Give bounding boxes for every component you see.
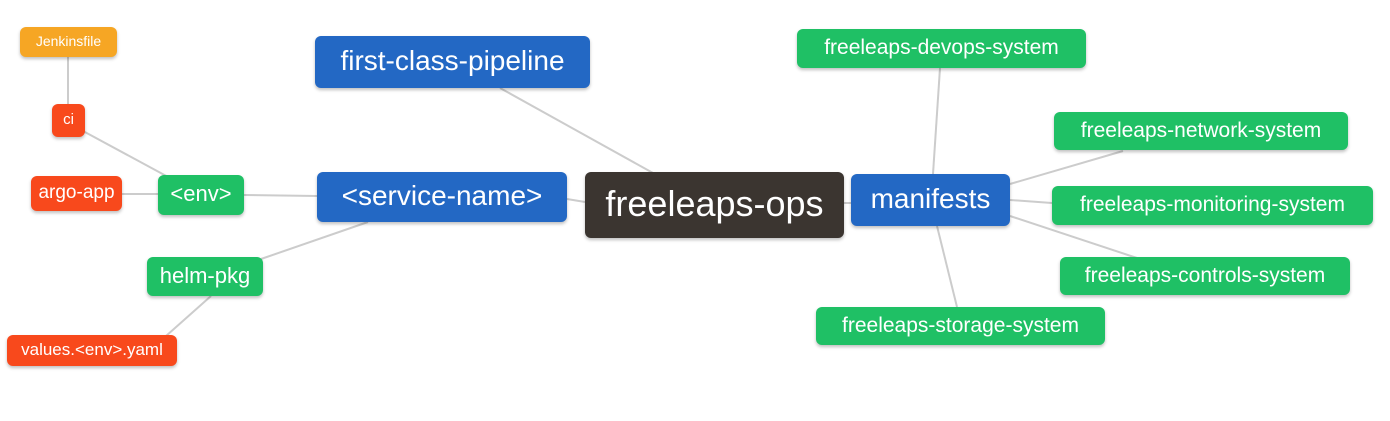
mindmap-node-freeleaps-ops[interactable]: freeleaps-ops	[585, 172, 844, 238]
edge-first-class-pipeline--freeleaps-ops	[499, 87, 654, 174]
edge-manifests--freeleaps-storage-system	[936, 225, 958, 308]
mindmap-node-ci[interactable]: ci	[52, 104, 85, 137]
mindmap-node-freeleaps-network-system[interactable]: freeleaps-network-system	[1054, 112, 1348, 150]
mindmap-node-service-name[interactable]: <service-name>	[317, 172, 567, 222]
mindmap-node-first-class-pipeline[interactable]: first-class-pipeline	[315, 36, 590, 88]
node-label: freeleaps-controls-system	[1084, 263, 1326, 287]
mindmap-node-freeleaps-controls-system[interactable]: freeleaps-controls-system	[1060, 257, 1350, 295]
mindmap-node-values-env-yaml[interactable]: values.<env>.yaml	[7, 335, 177, 366]
node-label: freeleaps-storage-system	[842, 313, 1079, 337]
mindmap-node-manifests[interactable]: manifests	[851, 174, 1010, 226]
node-label: manifests	[870, 183, 991, 214]
edge-values-env-yaml--helm-pkg	[165, 295, 212, 337]
mindmap-node-jenkinsfile[interactable]: Jenkinsfile	[20, 27, 117, 57]
node-label: argo-app	[38, 182, 115, 203]
edge-manifests--freeleaps-monitoring-system	[1009, 199, 1053, 204]
node-label: first-class-pipeline	[340, 45, 565, 76]
node-label: ci	[63, 111, 74, 128]
edge-manifests--freeleaps-devops-system	[932, 67, 941, 175]
edge-ci--env	[82, 130, 171, 179]
node-label: freeleaps-network-system	[1080, 118, 1322, 142]
edge-manifests--freeleaps-network-system	[1009, 150, 1124, 185]
node-label: values.<env>.yaml	[21, 340, 163, 359]
node-label: freeleaps-ops	[605, 183, 824, 224]
mindmap-node-helm-pkg[interactable]: helm-pkg	[147, 257, 263, 296]
mindmap-node-freeleaps-devops-system[interactable]: freeleaps-devops-system	[797, 29, 1086, 68]
mindmap-node-env[interactable]: <env>	[158, 175, 244, 215]
mindmap-node-argo-app[interactable]: argo-app	[31, 176, 122, 211]
mindmap-node-freeleaps-storage-system[interactable]: freeleaps-storage-system	[816, 307, 1105, 345]
edge-service-name--freeleaps-ops	[566, 198, 586, 203]
node-label: <service-name>	[341, 180, 543, 211]
edge-env--service-name	[243, 194, 318, 197]
edge-service-name--helm-pkg	[260, 221, 369, 260]
node-label: freeleaps-monitoring-system	[1080, 193, 1345, 216]
node-label: freeleaps-devops-system	[824, 36, 1059, 59]
node-label: <env>	[170, 181, 232, 206]
mindmap-node-freeleaps-monitoring-system[interactable]: freeleaps-monitoring-system	[1052, 186, 1373, 225]
node-label: helm-pkg	[159, 262, 251, 288]
node-label: Jenkinsfile	[35, 33, 102, 49]
